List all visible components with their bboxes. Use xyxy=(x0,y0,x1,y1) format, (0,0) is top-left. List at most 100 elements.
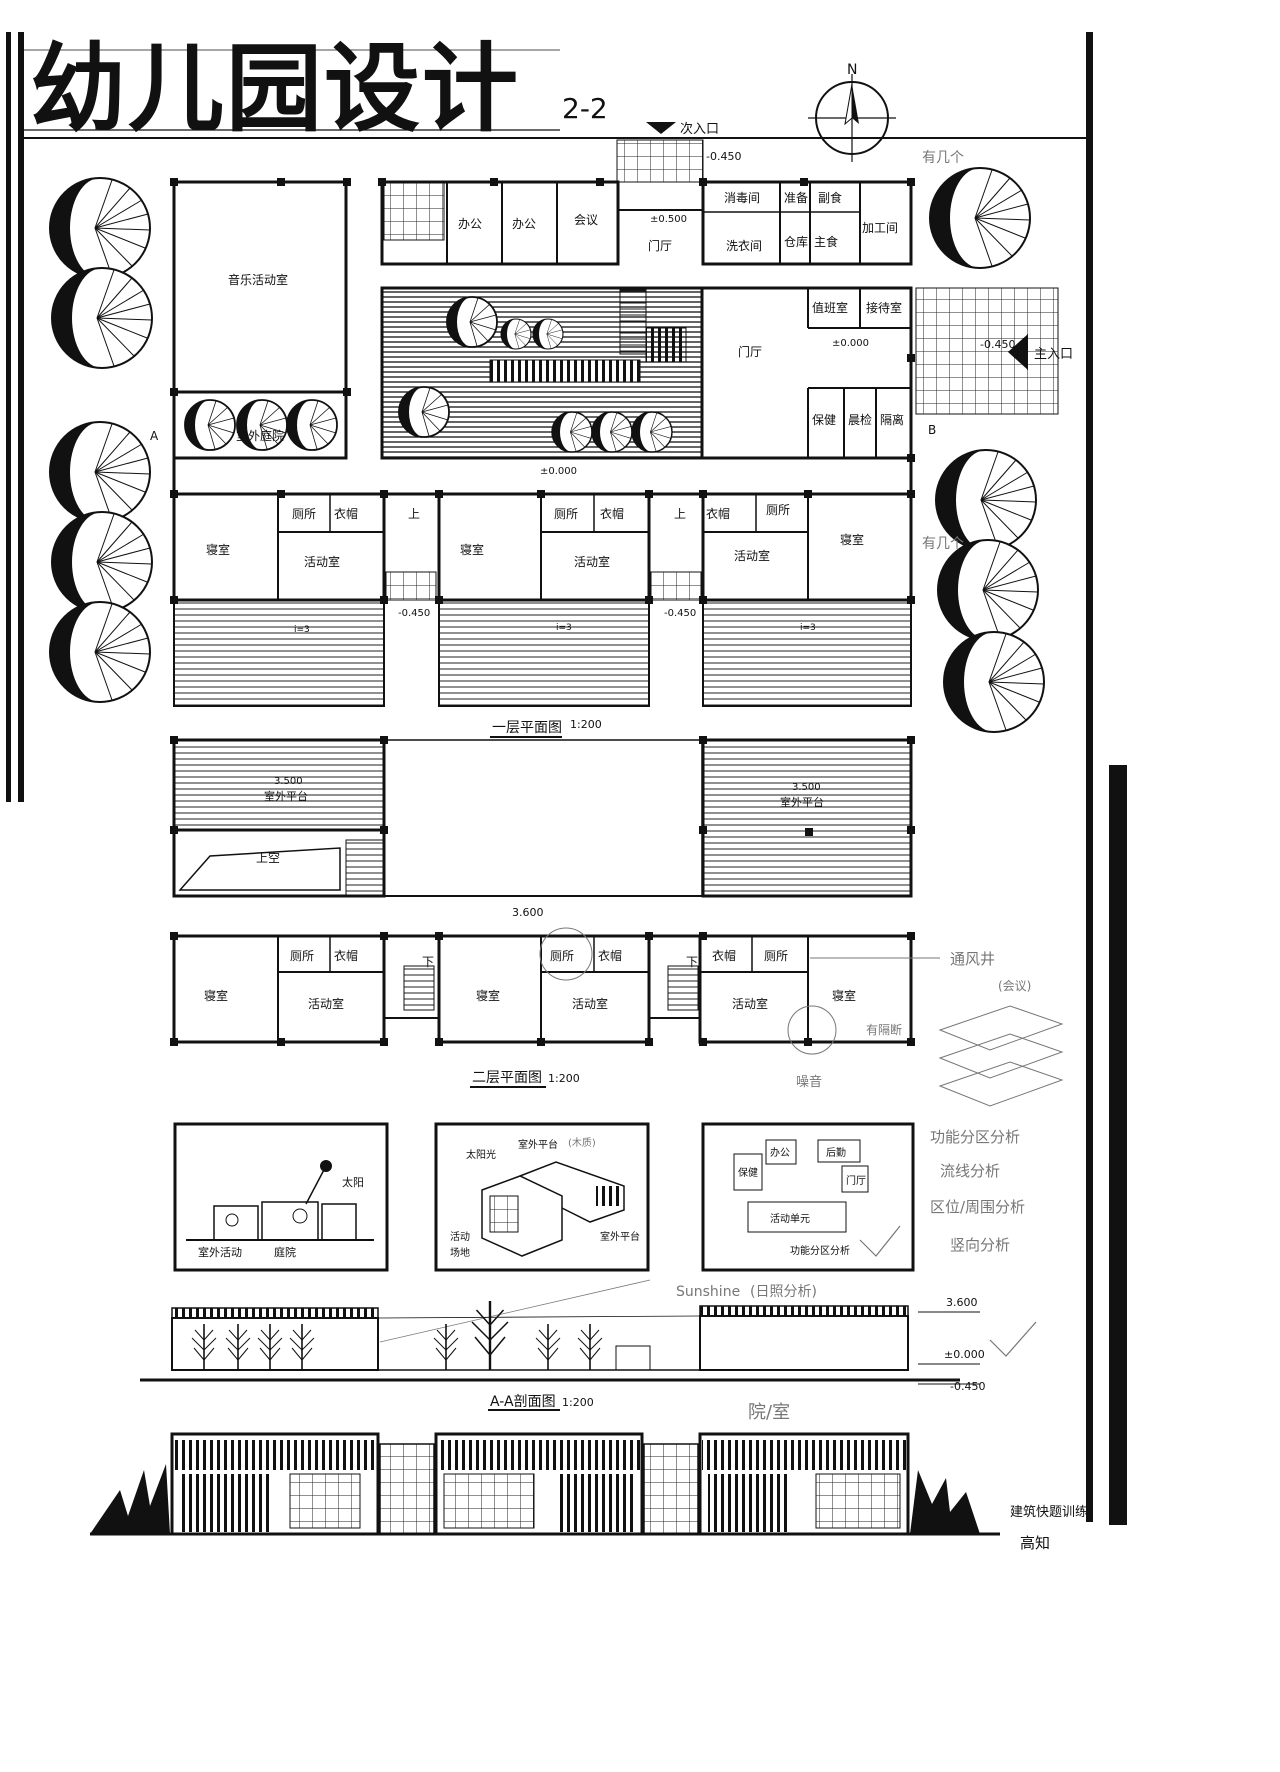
d3-office: 办公 xyxy=(770,1146,790,1159)
d2-terrace-2: 室外平台 xyxy=(600,1230,640,1243)
d2-activity: 活动 xyxy=(450,1231,470,1243)
room-office-2: 办公 xyxy=(512,216,536,231)
north-arrow: N xyxy=(808,62,896,162)
unit3-cloak: 衣帽 xyxy=(706,506,730,521)
d1-yard: 庭院 xyxy=(274,1245,296,1259)
room-reception: 接待室 xyxy=(866,300,902,315)
terrace-left: 室外平台 xyxy=(264,789,308,803)
level-courtyard: ±0.000 xyxy=(540,466,577,477)
note-vertical: 竖向分析 xyxy=(950,1236,1010,1254)
note-function: 功能分区分析 xyxy=(930,1128,1020,1146)
note-area: 区位/周围分析 xyxy=(930,1198,1025,1216)
mark-a: A xyxy=(150,429,159,443)
second-floor-columns xyxy=(170,736,915,1046)
corridor-level: 3.600 xyxy=(512,906,544,919)
stair-up-2: 上 xyxy=(674,507,686,521)
room-music: 音乐活动室 xyxy=(228,272,288,287)
level-stair-2: -0.450 xyxy=(664,608,696,619)
signature: 建筑快题训练 高知 xyxy=(1010,1504,1088,1552)
note-sunshine-analysis: (日照分析) xyxy=(750,1284,817,1300)
main-entrance: 主入口 -0.450 xyxy=(915,287,1073,415)
mark-b: B xyxy=(928,423,936,437)
pencil-note-trees-1: 有几个 xyxy=(922,150,964,166)
note-vent: 通风井 xyxy=(950,950,995,968)
ramp-1: i=3 xyxy=(294,625,310,635)
unit2-cloak: 衣帽 xyxy=(600,506,624,521)
note-courtyard: 院/室 xyxy=(748,1402,790,1423)
note-divide: 有隔断 xyxy=(866,1022,902,1037)
d2-sunlight: 太阳光 xyxy=(466,1148,496,1161)
room-storage: 仓库 xyxy=(784,234,808,249)
d3-caption: 功能分区分析 xyxy=(790,1244,850,1257)
ground-floor-caption: 一层平面图 1:200 xyxy=(490,718,602,738)
note-meeting: (会议) xyxy=(998,979,1031,993)
note-noise: 噪音 xyxy=(796,1074,822,1090)
u3-toilet-2f: 厕所 xyxy=(764,949,788,963)
trees-left xyxy=(49,177,153,703)
north-label: N xyxy=(847,62,857,78)
d3-unit: 活动单元 xyxy=(770,1213,810,1225)
note-flow: 流线分析 xyxy=(940,1162,1000,1180)
d2-venue: 场地 xyxy=(450,1246,470,1259)
author-name: 高知 xyxy=(1020,1534,1050,1552)
ground-floor-labels: 音乐活动室 办公 办公 会议 门厅 ±0.500 消毒间 准备 副食 洗衣间 仓… xyxy=(150,190,936,635)
stair-up-1: 上 xyxy=(408,507,420,521)
unit1-dorm: 寝室 xyxy=(206,542,230,557)
u1-toilet-2f: 厕所 xyxy=(290,949,314,963)
d2-terrace: 室外平台 xyxy=(518,1138,558,1151)
room-morning-check: 晨检 xyxy=(848,412,872,427)
secondary-entrance-label: 次入口 xyxy=(680,121,719,137)
u2-cloak-2f: 衣帽 xyxy=(598,948,622,963)
room-duty: 值班室 xyxy=(812,300,848,315)
level-hall-main: ±0.000 xyxy=(832,338,869,349)
u3-dorm-2f: 寝室 xyxy=(832,988,856,1003)
unit2-activity: 活动室 xyxy=(574,554,610,569)
d2-wood: (木质) xyxy=(568,1137,596,1149)
section-top: 3.600 xyxy=(946,1296,978,1309)
terrace-right-level: 3.500 xyxy=(792,782,821,793)
stair-down-1: 下 xyxy=(422,955,434,969)
d3-health: 保健 xyxy=(738,1166,758,1179)
room-health: 保健 xyxy=(812,413,836,427)
room-office-1: 办公 xyxy=(458,216,482,231)
second-floor-caption: 二层平面图 1:200 xyxy=(470,1070,580,1088)
columns xyxy=(170,178,915,604)
u2-activity-2f: 活动室 xyxy=(572,996,608,1011)
u3-activity-2f: 活动室 xyxy=(732,996,768,1011)
room-hall-small: 门厅 xyxy=(648,238,672,253)
terrace-left-level: 3.500 xyxy=(274,776,303,787)
d1-sun: 太阳 xyxy=(342,1176,364,1189)
u1-cloak-2f: 衣帽 xyxy=(334,948,358,963)
course-name: 建筑快题训练 xyxy=(1010,1504,1088,1520)
section-title: A-A剖面图 xyxy=(490,1394,556,1410)
unit3-dorm: 寝室 xyxy=(840,532,864,547)
room-courtyard: 室外庭院 xyxy=(236,428,284,443)
diagram-function: 保健 办公 后勤 门厅 活动单元 功能分区分析 xyxy=(701,1122,915,1272)
level-hall-small: ±0.500 xyxy=(650,214,687,225)
sheet-number: 2-2 xyxy=(562,92,608,125)
unit2-toilet: 厕所 xyxy=(554,507,578,521)
ramp-3: i=3 xyxy=(800,623,816,633)
unit1-cloak: 衣帽 xyxy=(334,506,358,521)
diagram-axonometric: 太阳光 室外平台 (木质) 活动 场地 室外平台 xyxy=(434,1122,650,1272)
second-floor-plan xyxy=(172,738,913,1044)
room-process: 加工间 xyxy=(862,221,898,235)
u2-dorm-2f: 寝室 xyxy=(476,988,500,1003)
sheet-frame xyxy=(6,32,1127,1525)
level-stair-1: -0.450 xyxy=(398,608,430,619)
diagram-sunlight: 太阳 室外活动 庭院 xyxy=(173,1122,389,1272)
sheet-title: 幼儿园设计 xyxy=(30,33,520,145)
u1-activity-2f: 活动室 xyxy=(308,996,344,1011)
room-disinfect: 消毒间 xyxy=(724,191,760,205)
d3-kitchen: 后勤 xyxy=(826,1146,846,1159)
main-entrance-label: 主入口 xyxy=(1034,347,1073,362)
room-side-dish: 副食 xyxy=(818,190,842,205)
unit1-toilet: 厕所 xyxy=(292,507,316,521)
note-sunshine: Sunshine xyxy=(676,1284,740,1300)
section-aa xyxy=(140,1299,980,1385)
elevation xyxy=(90,1432,1000,1536)
room-prep: 准备 xyxy=(784,191,808,205)
pencil-annotations xyxy=(379,927,1064,1357)
ground-floor-scale: 1:200 xyxy=(570,718,602,731)
